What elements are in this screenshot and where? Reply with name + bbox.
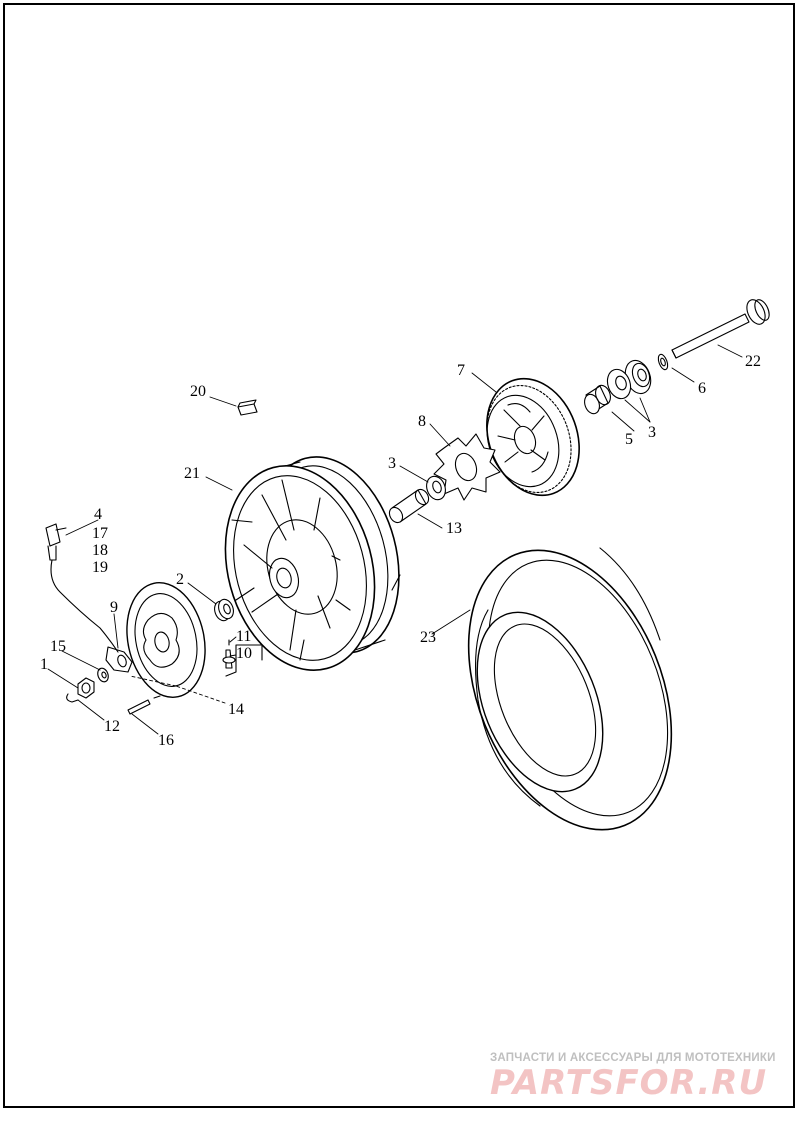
weight-part bbox=[237, 399, 258, 416]
nut-part bbox=[77, 677, 95, 699]
callout-19: 19 bbox=[92, 559, 108, 576]
callout-8: 8 bbox=[418, 413, 426, 430]
callout-labels: 22 6 5 3 7 8 3 13 20 21 23 2 4 17 18 19 … bbox=[40, 353, 761, 749]
washer-left-part bbox=[97, 667, 109, 683]
callout-23: 23 bbox=[420, 629, 436, 646]
tire-part bbox=[467, 547, 673, 831]
washer-part bbox=[657, 353, 669, 371]
wheel-part bbox=[224, 456, 401, 671]
bracket-part bbox=[105, 646, 133, 673]
spacer-left-part bbox=[214, 598, 234, 622]
damper-part bbox=[433, 433, 501, 501]
callout-7: 7 bbox=[457, 362, 465, 379]
clip-part bbox=[66, 693, 79, 703]
callout-14: 14 bbox=[228, 701, 244, 718]
callout-4: 4 bbox=[94, 506, 102, 523]
callout-17: 17 bbox=[92, 525, 108, 542]
axle-part bbox=[671, 299, 770, 359]
watermark-tagline: ЗАПЧАСТИ И АКСЕССУАРЫ ДЛЯ МОТОТЕХНИКИ bbox=[490, 1052, 776, 1064]
spacer-part bbox=[584, 384, 611, 415]
brake-disc-part bbox=[126, 582, 206, 698]
callout-3-left: 3 bbox=[388, 455, 396, 472]
callout-1: 1 bbox=[40, 656, 48, 673]
callout-10: 10 bbox=[236, 645, 252, 662]
callout-9: 9 bbox=[110, 599, 118, 616]
callout-12: 12 bbox=[104, 718, 120, 735]
sleeve-part bbox=[388, 488, 430, 524]
callout-18: 18 bbox=[92, 542, 108, 559]
callout-11: 11 bbox=[236, 628, 251, 645]
callout-5: 5 bbox=[625, 431, 633, 448]
callout-16: 16 bbox=[158, 732, 174, 749]
sprocket-part bbox=[486, 377, 580, 497]
callout-13: 13 bbox=[446, 520, 462, 537]
watermark: ЗАПЧАСТИ И АКСЕССУАРЫ ДЛЯ МОТОТЕХНИКИ PA… bbox=[490, 1052, 776, 1103]
valve-stem-part bbox=[222, 639, 263, 677]
callout-20: 20 bbox=[190, 383, 206, 400]
callout-6: 6 bbox=[698, 380, 706, 397]
screw-part bbox=[127, 695, 161, 715]
bearing-left-part bbox=[426, 475, 446, 501]
leader-lines bbox=[47, 344, 743, 735]
callout-2: 2 bbox=[176, 571, 184, 588]
bearing-right-part bbox=[606, 359, 652, 400]
callout-15: 15 bbox=[50, 638, 66, 655]
callout-3-right: 3 bbox=[648, 424, 656, 441]
page-border bbox=[3, 3, 795, 1108]
sensor-part bbox=[45, 523, 119, 653]
watermark-logo: PARTSFOR.RU bbox=[490, 1063, 767, 1103]
callout-21: 21 bbox=[184, 465, 200, 482]
callout-22: 22 bbox=[745, 353, 761, 370]
